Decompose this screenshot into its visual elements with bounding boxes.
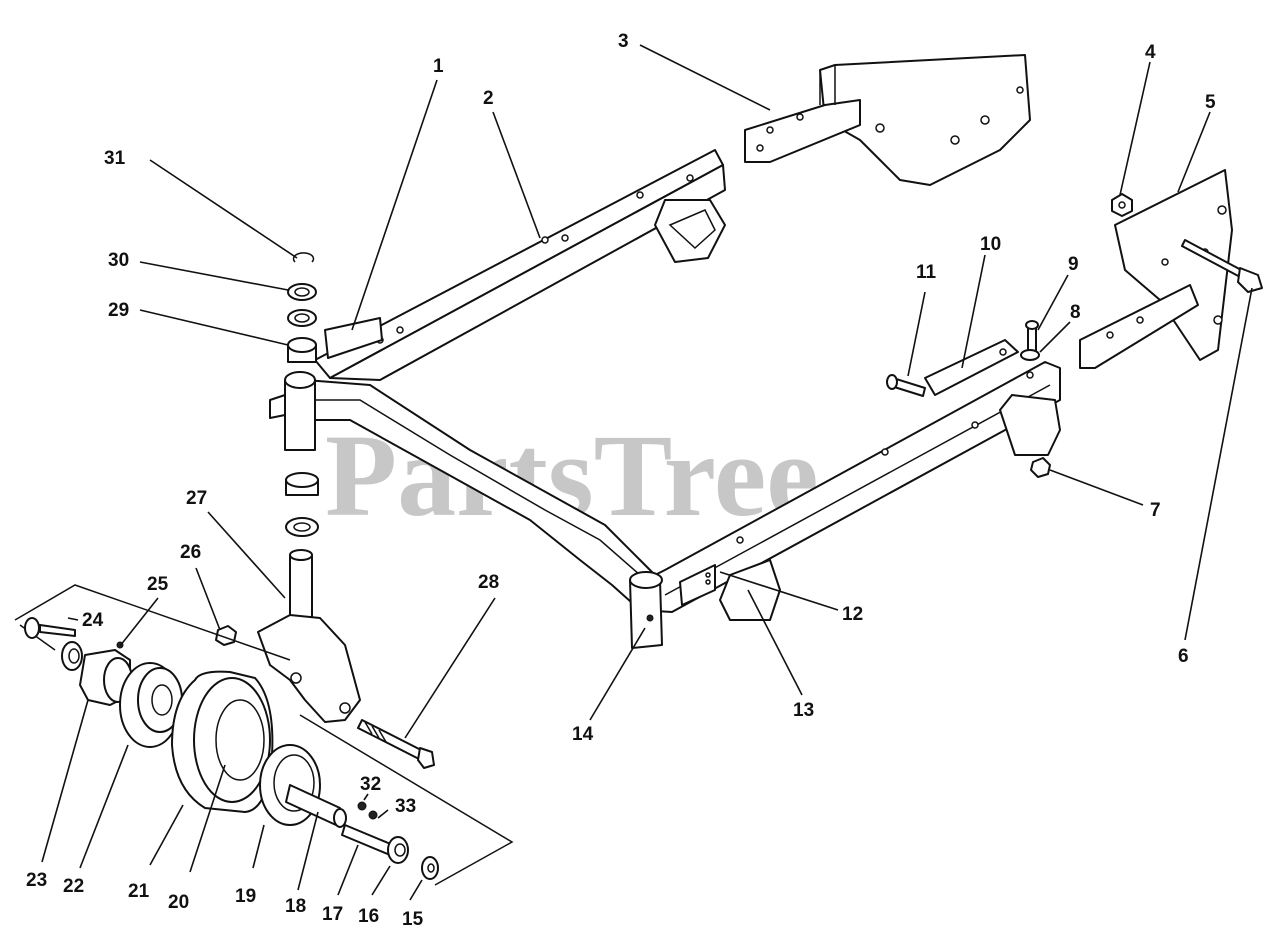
callout-8: 8	[1070, 302, 1081, 323]
callout-27: 27	[186, 488, 207, 509]
callout-30: 30	[108, 250, 129, 271]
callout-10: 10	[980, 234, 1001, 255]
callout-16: 16	[358, 906, 379, 927]
part-bolt-6	[1181, 239, 1263, 293]
callout-17: 17	[322, 904, 343, 925]
callout-4: 4	[1145, 42, 1156, 63]
callout-22: 22	[63, 876, 84, 897]
part-bearing-23	[61, 641, 83, 671]
part-bolt-11	[886, 374, 926, 397]
part-washer-15	[421, 856, 439, 880]
callout-11: 11	[916, 262, 937, 283]
part-bolt-24	[24, 617, 76, 639]
part-nut-7	[1030, 457, 1051, 478]
callout-26: 26	[180, 542, 201, 563]
callout-31: 31	[104, 148, 126, 169]
part-bracket-3	[744, 54, 1031, 186]
callout-6: 6	[1178, 646, 1189, 667]
part-snap-ring-31	[292, 252, 315, 263]
leader-lines	[41, 44, 1253, 901]
part-bracket-5	[1079, 169, 1233, 369]
part-washer-8	[1020, 349, 1040, 361]
part-pivot-tube-14	[629, 571, 663, 649]
callout-29: 29	[108, 300, 129, 321]
part-pivot-tube-upper	[269, 371, 316, 451]
callout-33: 33	[395, 796, 416, 817]
callout-2: 2	[483, 88, 494, 109]
part-plate-10	[924, 339, 1019, 396]
part-bolt-9	[1025, 320, 1039, 356]
callout-13: 13	[793, 700, 814, 721]
callout-24: 24	[82, 610, 104, 631]
callout-18: 18	[285, 896, 306, 917]
callout-labels: 1 2 3 4 5 6 7 8 9 10 11 12 13 14 15 16 1…	[26, 31, 1216, 930]
part-caster-fork-27	[257, 549, 361, 723]
part-washer-29b	[287, 309, 317, 327]
part-frame-rail-2	[314, 149, 726, 381]
part-washer-lower	[285, 517, 319, 537]
callout-15: 15	[402, 909, 424, 930]
part-bearing-16	[387, 836, 409, 864]
callout-14: 14	[572, 724, 594, 745]
part-nut-26	[215, 625, 237, 646]
callout-9: 9	[1068, 254, 1079, 275]
part-tire-21	[171, 670, 274, 813]
callout-3: 3	[618, 31, 629, 52]
callout-32: 32	[360, 774, 381, 795]
callout-28: 28	[478, 572, 499, 593]
part-plate-1	[324, 317, 383, 359]
callout-23: 23	[26, 870, 47, 891]
part-rim-22	[119, 662, 183, 748]
callout-12: 12	[842, 604, 863, 625]
part-axle-17	[341, 824, 394, 856]
part-washer-30	[287, 283, 317, 301]
callout-1: 1	[433, 56, 444, 77]
part-bushing-lower	[285, 472, 319, 496]
callout-25: 25	[147, 574, 169, 595]
part-33	[368, 810, 378, 820]
callout-5: 5	[1205, 92, 1216, 113]
callout-20: 20	[168, 892, 189, 913]
callout-7: 7	[1150, 500, 1161, 521]
part-bolt-28	[357, 719, 435, 769]
part-nut-4	[1111, 193, 1133, 217]
part-bushing-29	[287, 337, 317, 363]
part-plate-12	[679, 564, 716, 606]
callout-21: 21	[128, 881, 150, 902]
callout-19: 19	[235, 886, 256, 907]
part-axle-18	[285, 784, 347, 828]
part-main-frame	[304, 361, 1061, 621]
part-32	[357, 801, 367, 811]
